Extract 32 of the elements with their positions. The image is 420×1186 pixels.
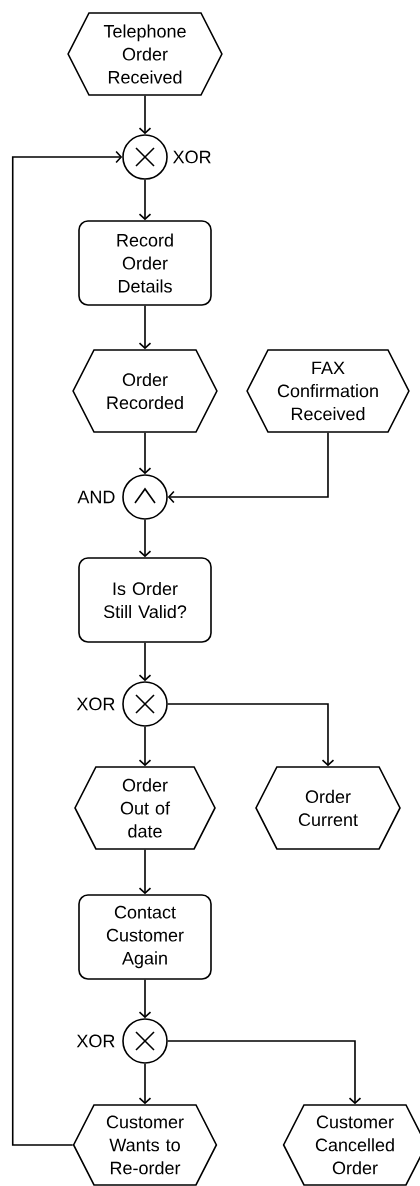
arrow (138, 1063, 152, 1105)
event-hexagon: Telephone Order Received (67, 12, 223, 96)
arrow (138, 432, 152, 475)
function-box: Record Order Details (78, 220, 212, 306)
arrow (138, 642, 152, 682)
arrow (167, 703, 335, 767)
arrow (11, 150, 123, 1146)
connector-circle (122, 1018, 168, 1064)
connector-label: XOR (173, 150, 211, 164)
event-hexagon: Order Recorded (72, 349, 218, 433)
connector-circle (122, 134, 168, 180)
arrow (167, 1040, 362, 1105)
arrow (138, 95, 152, 135)
event-hexagon: Customer Cancelled Order (282, 1104, 420, 1186)
connector-label: XOR (76, 697, 115, 711)
arrow (138, 726, 152, 767)
connector-label: AND (77, 490, 115, 504)
event-hexagon: Customer Wants to Re-order (72, 1104, 218, 1186)
arrow (138, 849, 152, 895)
arrow (138, 979, 152, 1019)
connector-circle (122, 681, 168, 727)
connector-label: XOR (76, 1034, 115, 1048)
arrow (138, 179, 152, 221)
event-hexagon: Order Current (255, 766, 401, 850)
function-box: Is Order Still Valid? (78, 557, 212, 643)
event-hexagon: FAX Confirmation Received (246, 349, 410, 433)
event-hexagon: Order Out of date (74, 766, 216, 850)
arrow (138, 305, 152, 350)
function-box: Contact Customer Again (78, 894, 212, 980)
arrow (138, 519, 152, 558)
arrow (167, 432, 329, 504)
connector-circle (122, 474, 168, 520)
